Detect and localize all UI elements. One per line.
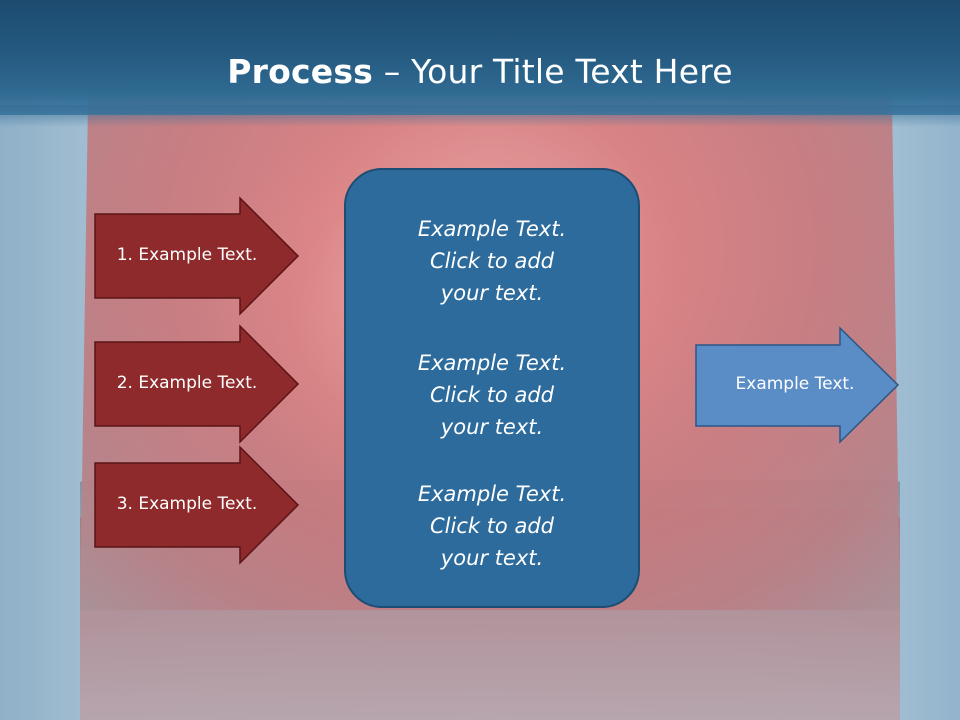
left-arrow-2-label: 2. Example Text.: [116, 373, 258, 393]
center-block-1-line-3: your text.: [440, 281, 544, 305]
center-block-2-line-3: your text.: [440, 415, 544, 439]
slide-title[interactable]: Process – Your Title Text Here: [0, 52, 960, 91]
center-text-block-3[interactable]: Example Text. Click to add your text.: [344, 478, 640, 574]
center-block-3-line-1: Example Text.: [417, 482, 567, 506]
center-block-3-line-3: your text.: [440, 546, 544, 570]
right-arrow-label: Example Text.: [735, 374, 855, 394]
left-arrow-2[interactable]: [94, 324, 300, 444]
left-arrow-3-label: 3. Example Text.: [116, 494, 258, 514]
center-block-2-line-2: Click to add: [429, 383, 554, 407]
title-bold: Process: [227, 52, 374, 91]
left-arrow-3[interactable]: [94, 445, 300, 565]
title-rest: – Your Title Text Here: [373, 52, 733, 91]
title-bar-fade: [0, 105, 960, 127]
left-arrow-1-label: 1. Example Text.: [116, 245, 258, 265]
center-block-1-line-1: Example Text.: [417, 217, 567, 241]
center-text-box[interactable]: [344, 168, 640, 608]
right-arrow[interactable]: [695, 326, 900, 444]
center-block-1-line-2: Click to add: [429, 249, 554, 273]
left-arrow-1[interactable]: [94, 196, 300, 316]
center-text-block-2[interactable]: Example Text. Click to add your text.: [344, 347, 640, 443]
center-block-3-line-2: Click to add: [429, 514, 554, 538]
center-block-2-line-1: Example Text.: [417, 351, 567, 375]
title-bar: [0, 0, 960, 115]
center-text-block-1[interactable]: Example Text. Click to add your text.: [344, 213, 640, 309]
